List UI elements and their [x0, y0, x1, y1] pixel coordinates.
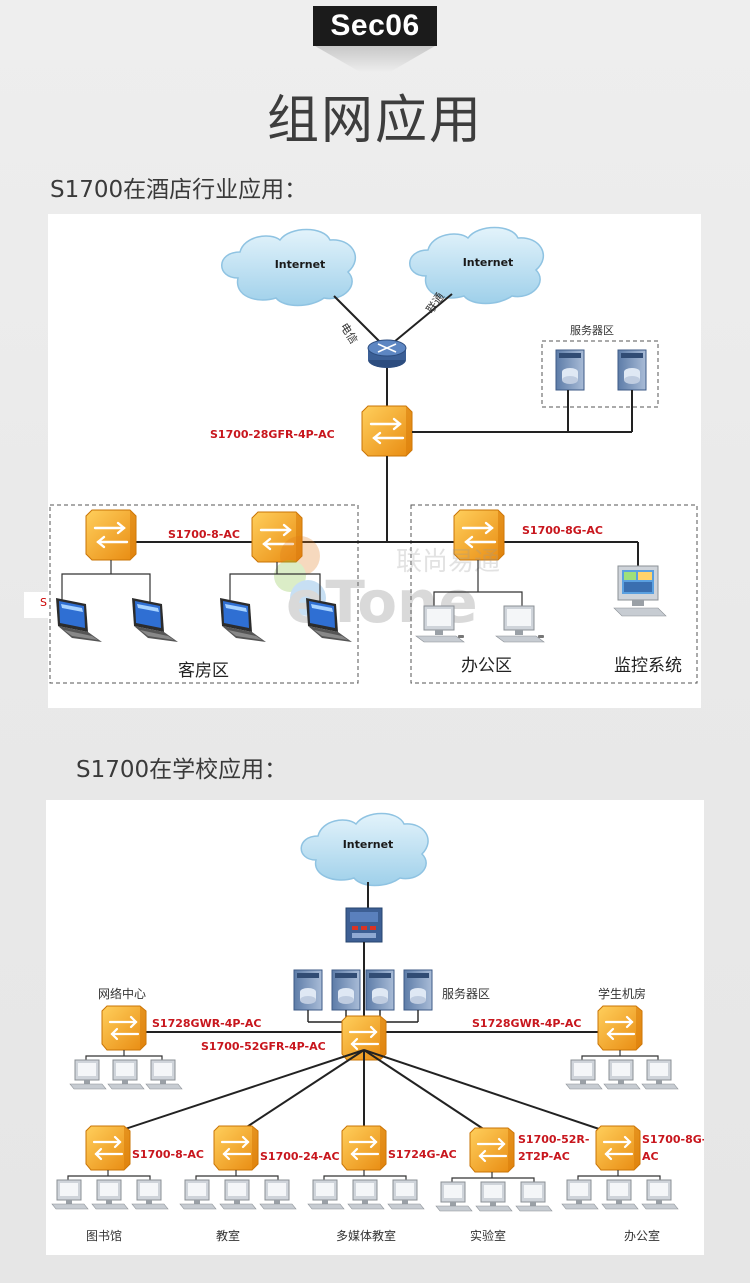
room-label-4: 实验室	[470, 1228, 506, 1243]
internet-cloud-right: Internet	[409, 226, 545, 305]
guest-switch-icon-1	[84, 508, 138, 562]
branch-switch-label-3: S1724G-AC	[388, 1148, 457, 1161]
center-pc-icon-2	[107, 1059, 145, 1090]
office-room-pc-icon-3	[641, 1179, 679, 1210]
branch-switch-icon-4	[468, 1126, 516, 1174]
branch-switch-icon-3	[340, 1124, 388, 1172]
lab-pc-icon-3	[641, 1059, 679, 1090]
school-internet-cloud: Internet	[300, 812, 429, 887]
laptop-icon-1	[56, 598, 102, 642]
link-label-left: 电信	[337, 321, 360, 347]
branch-switch-icon-1	[84, 1124, 132, 1172]
server-zone-box	[541, 340, 659, 408]
internet-cloud-left: Internet	[221, 228, 357, 307]
school-server-zone-label: 服务器区	[442, 986, 490, 1001]
branch-switch-label-4b: 2T2P-AC	[518, 1150, 570, 1163]
branch-switch-icon-2	[212, 1124, 260, 1172]
center-pc-icon-3	[145, 1059, 183, 1090]
network-center-switch-icon	[100, 1004, 148, 1052]
school-subtitle: S1700在学校应用：	[76, 757, 288, 783]
guest-zone-box	[49, 504, 359, 684]
core-switch-label: S1700-28GFR-4P-AC	[210, 428, 335, 441]
school-cloud-label: Internet	[343, 838, 394, 851]
branch-switch-label-4a: S1700-52R-	[518, 1133, 589, 1146]
left-switch-label: S1728GWR-4P-AC	[152, 1017, 261, 1030]
guest-switch-label: S1700-8-AC	[168, 528, 240, 541]
media-room-pc-icon-2	[347, 1179, 385, 1210]
branch-switch-icon-5	[594, 1124, 642, 1172]
laboratory-pc-icon-1	[435, 1181, 473, 1212]
school-server-icon-1	[293, 969, 323, 1011]
watermark-cn: 联尚易通	[396, 547, 500, 577]
stray-mark: S	[24, 592, 50, 618]
media-room-pc-icon-3	[387, 1179, 425, 1210]
school-core-switch-label: S1700-52GFR-4P-AC	[201, 1040, 326, 1053]
room-label-1: 图书馆	[86, 1228, 122, 1243]
laboratory-pc-icon-3	[515, 1181, 553, 1212]
server-zone-label: 服务器区	[570, 324, 614, 337]
room-label-2: 教室	[216, 1228, 240, 1243]
hotel-network-diagram: Internet Internet 电信 联通 S1700-28GFR-4P-A…	[48, 214, 701, 708]
library-pc-icon-2	[91, 1179, 129, 1210]
core-switch-icon	[360, 404, 414, 458]
right-switch-label: S1728GWR-4P-AC	[472, 1017, 581, 1030]
center-pc-icon-1	[69, 1059, 107, 1090]
server-icon-2	[617, 349, 647, 391]
student-lab-switch-icon	[596, 1004, 644, 1052]
classroom-pc-icon-2	[219, 1179, 257, 1210]
library-pc-icon-3	[131, 1179, 169, 1210]
monitor-station-icon	[613, 565, 667, 617]
section-title: 组网应用	[266, 91, 483, 151]
classroom-pc-icon-3	[259, 1179, 297, 1210]
server-icon-1	[555, 349, 585, 391]
office-pc-icon-2	[495, 605, 545, 643]
badge-shadow	[315, 46, 435, 72]
laptop-icon-2	[132, 598, 178, 642]
monitor-zone-label: 监控系统	[614, 656, 682, 676]
branch-switch-label-5b: AC	[642, 1150, 659, 1163]
branch-switch-label-1: S1700-8-AC	[132, 1148, 204, 1161]
office-zone-box	[410, 504, 698, 684]
cloud-right-label: Internet	[463, 256, 514, 269]
room-label-5: 办公室	[624, 1228, 660, 1243]
school-server-icon-3	[365, 969, 395, 1011]
router-icon	[367, 339, 407, 368]
school-server-icon-4	[403, 969, 433, 1011]
office-room-pc-icon-1	[561, 1179, 599, 1210]
room-label-3: 多媒体教室	[336, 1228, 396, 1243]
office-switch-label: S1700-8G-AC	[522, 524, 603, 537]
office-zone-label: 办公区	[461, 656, 512, 676]
student-lab-label: 学生机房	[598, 986, 646, 1001]
section-badge: Sec06	[313, 6, 437, 46]
office-room-pc-icon-2	[601, 1179, 639, 1210]
firewall-icon	[345, 907, 383, 943]
library-pc-icon-1	[51, 1179, 89, 1210]
school-server-icon-2	[331, 969, 361, 1011]
guest-zone-label: 客房区	[178, 661, 229, 681]
hotel-subtitle: S1700在酒店行业应用：	[50, 177, 308, 203]
branch-switch-label-5a: S1700-8G-	[642, 1133, 704, 1146]
cloud-left-label: Internet	[275, 258, 326, 271]
network-center-label: 网络中心	[98, 986, 146, 1001]
laptop-icon-3	[220, 598, 266, 642]
laboratory-pc-icon-2	[475, 1181, 513, 1212]
classroom-pc-icon-1	[179, 1179, 217, 1210]
lab-pc-icon-1	[565, 1059, 603, 1090]
stray-mark-text: S	[40, 596, 47, 609]
media-room-pc-icon-1	[307, 1179, 345, 1210]
lab-pc-icon-2	[603, 1059, 641, 1090]
branch-switch-label-2: S1700-24-AC	[260, 1150, 340, 1163]
school-network-diagram: Internet 服务器区 S1700-52GFR-4P-AC 网络中心 S17…	[46, 800, 704, 1255]
